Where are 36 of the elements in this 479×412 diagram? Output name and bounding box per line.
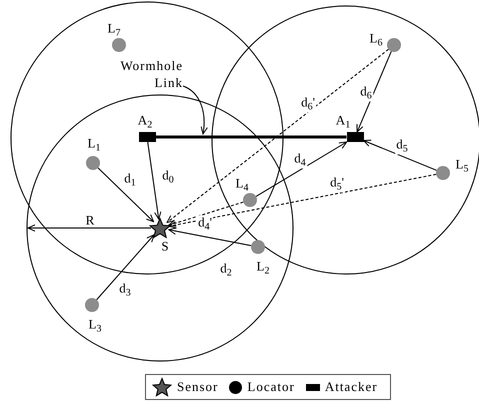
arrow — [363, 140, 438, 171]
edge-label: d$_{5}$ — [395, 138, 409, 154]
arrow — [256, 142, 348, 197]
radius-label: R — [86, 214, 94, 226]
leader-line — [182, 86, 208, 134]
node-label: L$_{3}$ — [88, 318, 102, 334]
arrow — [166, 48, 389, 223]
edge-label: d$_{5}$' — [329, 176, 345, 192]
node-label: L$_{1}$ — [88, 136, 100, 154]
node-label: L$_{7}$ — [108, 22, 120, 38]
node-label: L$_{6}$ — [370, 32, 382, 48]
legend-label: Locator — [247, 379, 295, 395]
edge-label: d$_{2}$ — [219, 262, 233, 278]
node-label: L$_{5}$ — [456, 158, 468, 174]
edge-label: d$_{1}$ — [123, 172, 137, 188]
arrow — [96, 234, 155, 300]
edge-label: d$_{6}$' — [300, 96, 316, 112]
legend-label: Sensor — [177, 379, 218, 395]
node-label: S — [161, 240, 169, 252]
arrow — [168, 227, 252, 246]
arrow — [98, 167, 154, 222]
arrow — [168, 174, 437, 229]
legend-label: Attacker — [324, 379, 378, 395]
edge-label: d$_{6}$ — [359, 84, 373, 102]
edge-label: d$_{4}$' — [197, 216, 213, 232]
arrow — [147, 142, 162, 220]
edge-label: d$_{3}$ — [118, 282, 132, 298]
node-label: L$_{4}$ — [236, 176, 248, 194]
edge-label: d$_{4}$ — [293, 152, 307, 168]
node-label: A$_{2}$ — [138, 114, 152, 130]
annotation-text: Wormhole Link — [101, 57, 183, 91]
node-label: A$_{1}$ — [336, 114, 350, 130]
edge-label: d$_{0}$ — [161, 168, 175, 186]
arrow — [356, 50, 392, 132]
arrow — [168, 202, 244, 227]
node-label: L$_{2}$ — [256, 260, 270, 276]
